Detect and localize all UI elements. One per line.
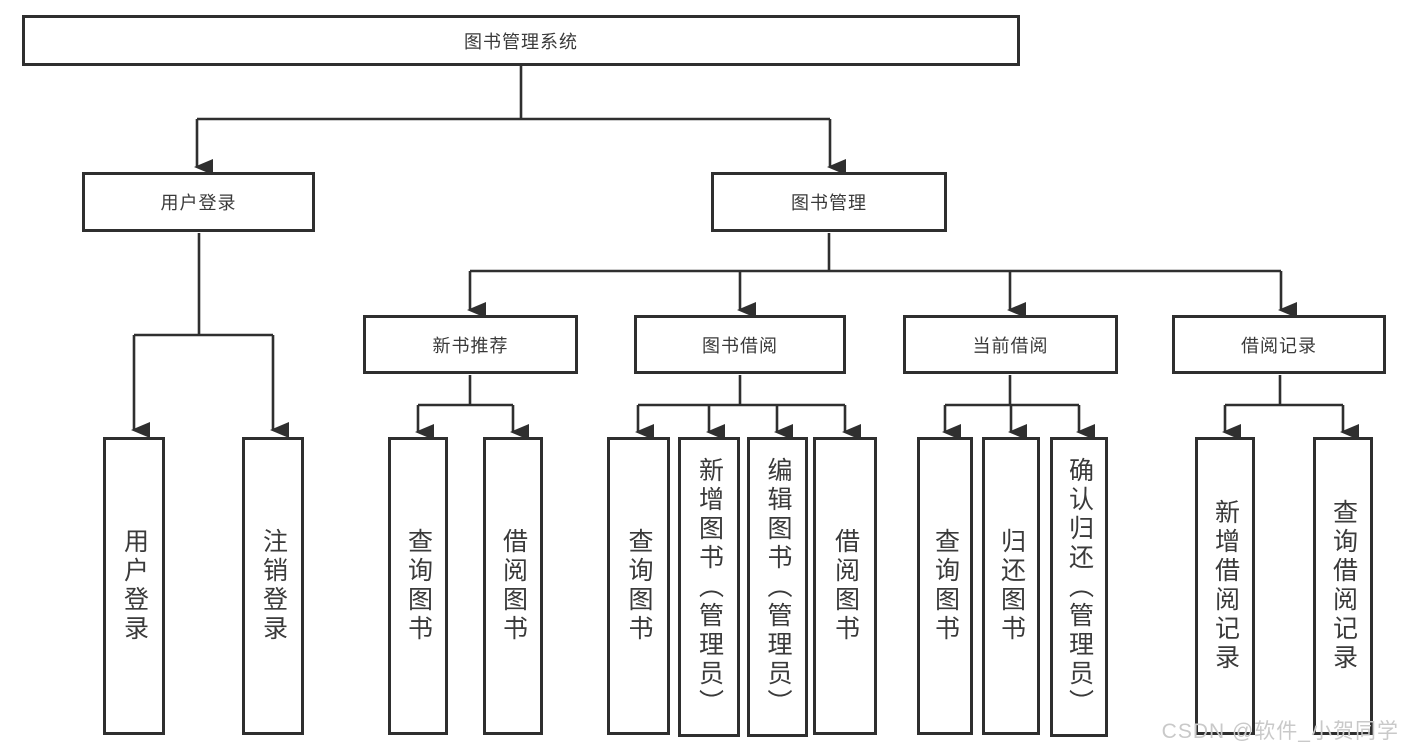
node-label: 借阅记录 (1241, 335, 1317, 356)
node-label: 图书借阅 (702, 335, 778, 356)
node-book-management: 图书管理 (711, 172, 947, 232)
leaf-edit-books-admin: 编辑图书（管理员） (747, 437, 808, 737)
node-book-borrow: 图书借阅 (634, 315, 846, 374)
leaf-borrow-books: 借阅图书 (813, 437, 877, 735)
node-label: 查询借阅记录 (1329, 499, 1358, 673)
node-label: 确认归还（管理员） (1065, 456, 1094, 718)
leaf-query-books-borrow: 查询图书 (607, 437, 670, 735)
leaf-return-books: 归还图书 (982, 437, 1040, 735)
leaf-user-login: 用户登录 (103, 437, 165, 735)
node-new-book-recommend: 新书推荐 (363, 315, 578, 374)
node-user-login: 用户登录 (82, 172, 315, 232)
node-label: 新增图书（管理员） (695, 456, 724, 718)
node-label: 当前借阅 (972, 335, 1049, 356)
node-current-borrow: 当前借阅 (903, 315, 1118, 374)
leaf-query-books-recommend: 查询图书 (388, 437, 448, 735)
leaf-borrow-books-recommend: 借阅图书 (483, 437, 543, 735)
node-label: 查询图书 (625, 528, 653, 644)
node-label: 图书管理 (791, 193, 867, 213)
node-label: 用户登录 (120, 528, 149, 644)
node-label: 借阅图书 (831, 528, 860, 644)
node-system-root: 图书管理系统 (22, 15, 1020, 66)
leaf-query-books-current: 查询图书 (917, 437, 973, 735)
node-label: 注销登录 (259, 528, 288, 644)
csdn-watermark: CSDN @软件_小贺同学 (1161, 720, 1399, 743)
leaf-add-borrow-record: 新增借阅记录 (1195, 437, 1255, 735)
leaf-logout: 注销登录 (242, 437, 304, 735)
leaf-add-books-admin: 新增图书（管理员） (678, 437, 740, 737)
node-borrow-records: 借阅记录 (1172, 315, 1386, 374)
node-label: 新书推荐 (432, 335, 509, 356)
node-label: 新增借阅记录 (1211, 499, 1240, 673)
node-label: 编辑图书（管理员） (764, 456, 792, 718)
node-label: 图书管理系统 (464, 31, 578, 52)
node-label: 查询图书 (931, 528, 960, 644)
node-label: 用户登录 (160, 193, 237, 213)
node-label: 查询图书 (404, 528, 433, 644)
leaf-query-borrow-record: 查询借阅记录 (1313, 437, 1373, 735)
leaf-confirm-return-admin: 确认归还（管理员） (1050, 437, 1108, 737)
node-label: 借阅图书 (499, 528, 528, 644)
node-label: 归还图书 (997, 528, 1026, 644)
